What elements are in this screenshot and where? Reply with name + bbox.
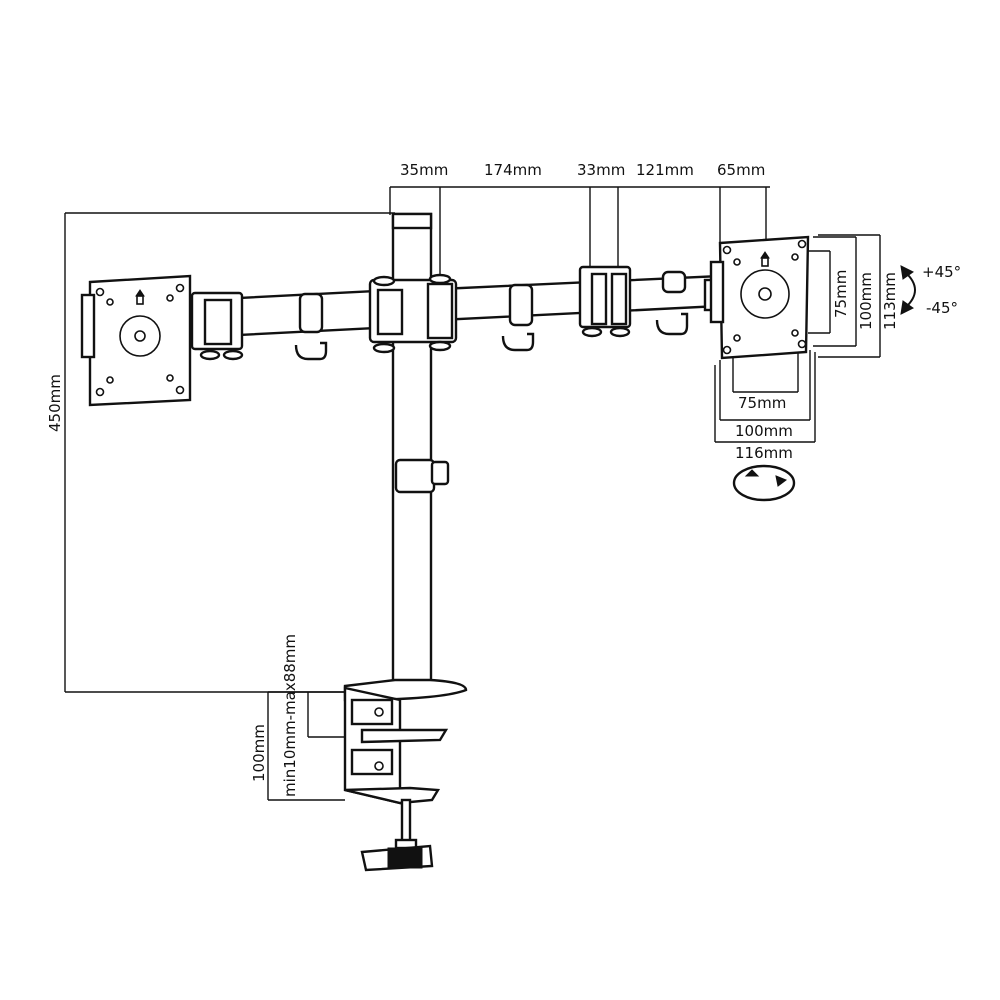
dim-121mm: 121mm [636,161,694,179]
tilt-up-label: +45° [922,263,961,281]
tilt-arrow-icon [900,265,916,315]
dim-116mm-horizontal: 116mm [735,444,793,462]
tilt-down-label: -45° [926,299,958,317]
dim-113mm-vertical: 113mm [881,272,899,330]
dim-35mm: 35mm [400,161,448,179]
right-vesa-plate [709,235,810,360]
dim-75mm-vertical: 75mm [832,270,850,318]
left-vesa-plate [80,274,192,407]
dim-174mm: 174mm [484,161,542,179]
dim-75mm-horizontal: 75mm [738,394,786,412]
dim-100mm-vertical: 100mm [857,272,875,330]
desk-clamp [343,678,468,872]
dim-450mm: 450mm [46,374,64,432]
dimension-lines [64,186,881,801]
dim-100mm-horizontal: 100mm [735,422,793,440]
dim-clamp-range: min10mm-max88mm [281,634,299,797]
dim-clamp-100mm: 100mm [250,724,268,782]
dim-65mm: 65mm [717,161,765,179]
horizontal-arm [190,265,727,361]
dim-33mm: 33mm [577,161,625,179]
rotation-disc-icon [732,464,796,502]
dimension-labels: 35mm 174mm 33mm 121mm 65mm 450mm 75mm 10… [46,161,961,797]
